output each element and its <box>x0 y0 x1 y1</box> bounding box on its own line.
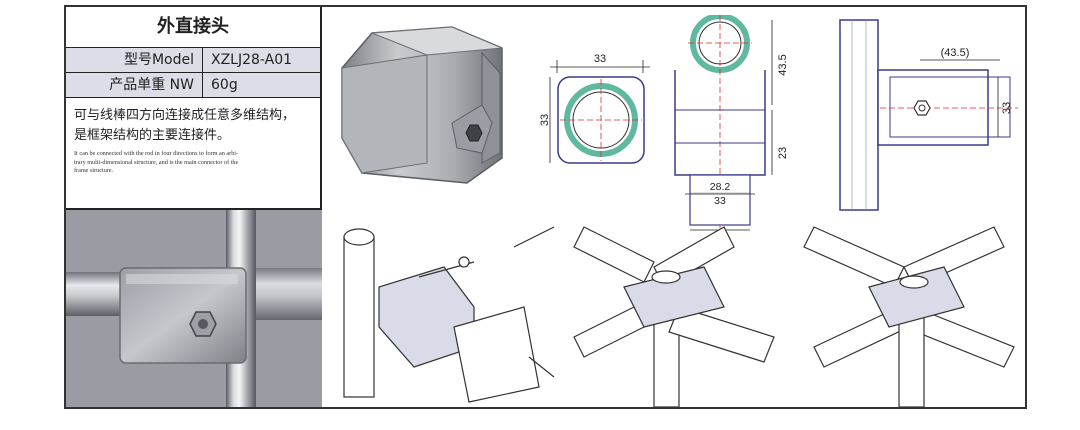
description-en: It can be connected with the rod in four… <box>74 150 312 176</box>
dim-top-depth: (43.5) <box>941 47 970 59</box>
dim-front-width: 33 <box>594 53 606 65</box>
description-en-line: frame structure. <box>74 167 114 174</box>
bolt-icon <box>189 311 217 337</box>
weight-row: 产品单重 NW 60g <box>66 73 320 98</box>
weight-label: 产品单重 NW <box>66 73 203 97</box>
connector-render <box>341 26 503 184</box>
spec-table: 外直接头 型号Model XZLJ28-A01 产品单重 NW 60g 可与线棒… <box>66 7 322 210</box>
model-row: 型号Model XZLJ28-A01 <box>66 48 320 73</box>
assembly-three-way <box>573 226 775 407</box>
dim-side-width-bottom: 28.2 <box>710 181 731 193</box>
product-photo <box>66 210 322 407</box>
description-zh-line: 可与线棒四方向连接成任意多维结构， <box>74 108 296 123</box>
description-zh: 可与线棒四方向连接成任意多维结构， 是框架结构的主要连接件。 <box>74 106 312 146</box>
hex-nut-icon <box>913 100 931 116</box>
assembly-diagrams <box>343 226 1015 407</box>
front-view: 33 33 <box>540 53 650 164</box>
assembly-four-way <box>803 226 1015 407</box>
description: 可与线棒四方向连接成任意多维结构， 是框架结构的主要连接件。 It can be… <box>66 98 320 176</box>
description-en-line: It can be connected with the rod in four… <box>74 150 239 157</box>
assembly-exploded <box>343 226 555 403</box>
side-view: 43.5 23 28.2 33 28 <box>674 15 789 240</box>
dim-side-width-inner: 33 <box>714 195 726 207</box>
dim-side-height-top: 43.5 <box>777 54 789 75</box>
model-label: 型号Model <box>66 48 203 72</box>
dim-top-height: 33 <box>1001 102 1013 114</box>
dim-front-height: 33 <box>540 114 551 126</box>
description-en-line: trary multi-dimensional structure, and i… <box>74 158 239 166</box>
top-view: (43.5) 33 <box>839 19 1018 211</box>
product-sheet: 外直接头 型号Model XZLJ28-A01 产品单重 NW 60g 可与线棒… <box>64 5 1027 409</box>
model-value: XZLJ28-A01 <box>211 52 293 68</box>
dim-side-height-low: 23 <box>777 147 789 159</box>
weight-value: 60g <box>211 77 238 93</box>
technical-drawings: 33 33 43.5 23 28.2 33 <box>540 15 1018 240</box>
hex-socket-icon <box>465 124 483 142</box>
description-zh-line: 是框架结构的主要连接件。 <box>74 128 231 143</box>
product-title: 外直接头 <box>66 7 320 48</box>
